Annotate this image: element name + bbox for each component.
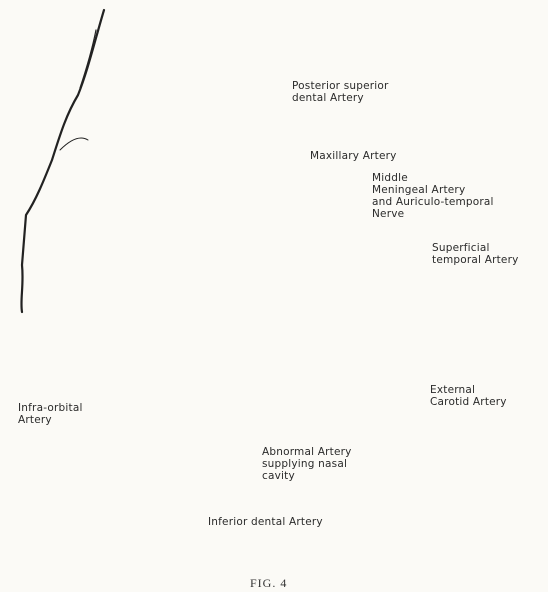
- figure-caption: FIG. 4: [250, 576, 287, 591]
- label-external-carotid: External Carotid Artery: [430, 384, 507, 408]
- label-superficial-temporal: Superficial temporal Artery: [432, 242, 519, 266]
- label-middle-meningeal: Middle Meningeal Artery and Auriculo-tem…: [372, 172, 494, 220]
- frontal-bone: [21, 10, 104, 312]
- label-inferior-dental: Inferior dental Artery: [208, 516, 323, 528]
- label-infra-orbital: Infra-orbital Artery: [18, 402, 83, 426]
- label-abnormal-artery: Abnormal Artery supplying nasal cavity: [262, 446, 352, 482]
- label-posterior-superior-dental: Posterior superior dental Artery: [292, 80, 389, 104]
- label-maxillary: Maxillary Artery: [310, 150, 397, 162]
